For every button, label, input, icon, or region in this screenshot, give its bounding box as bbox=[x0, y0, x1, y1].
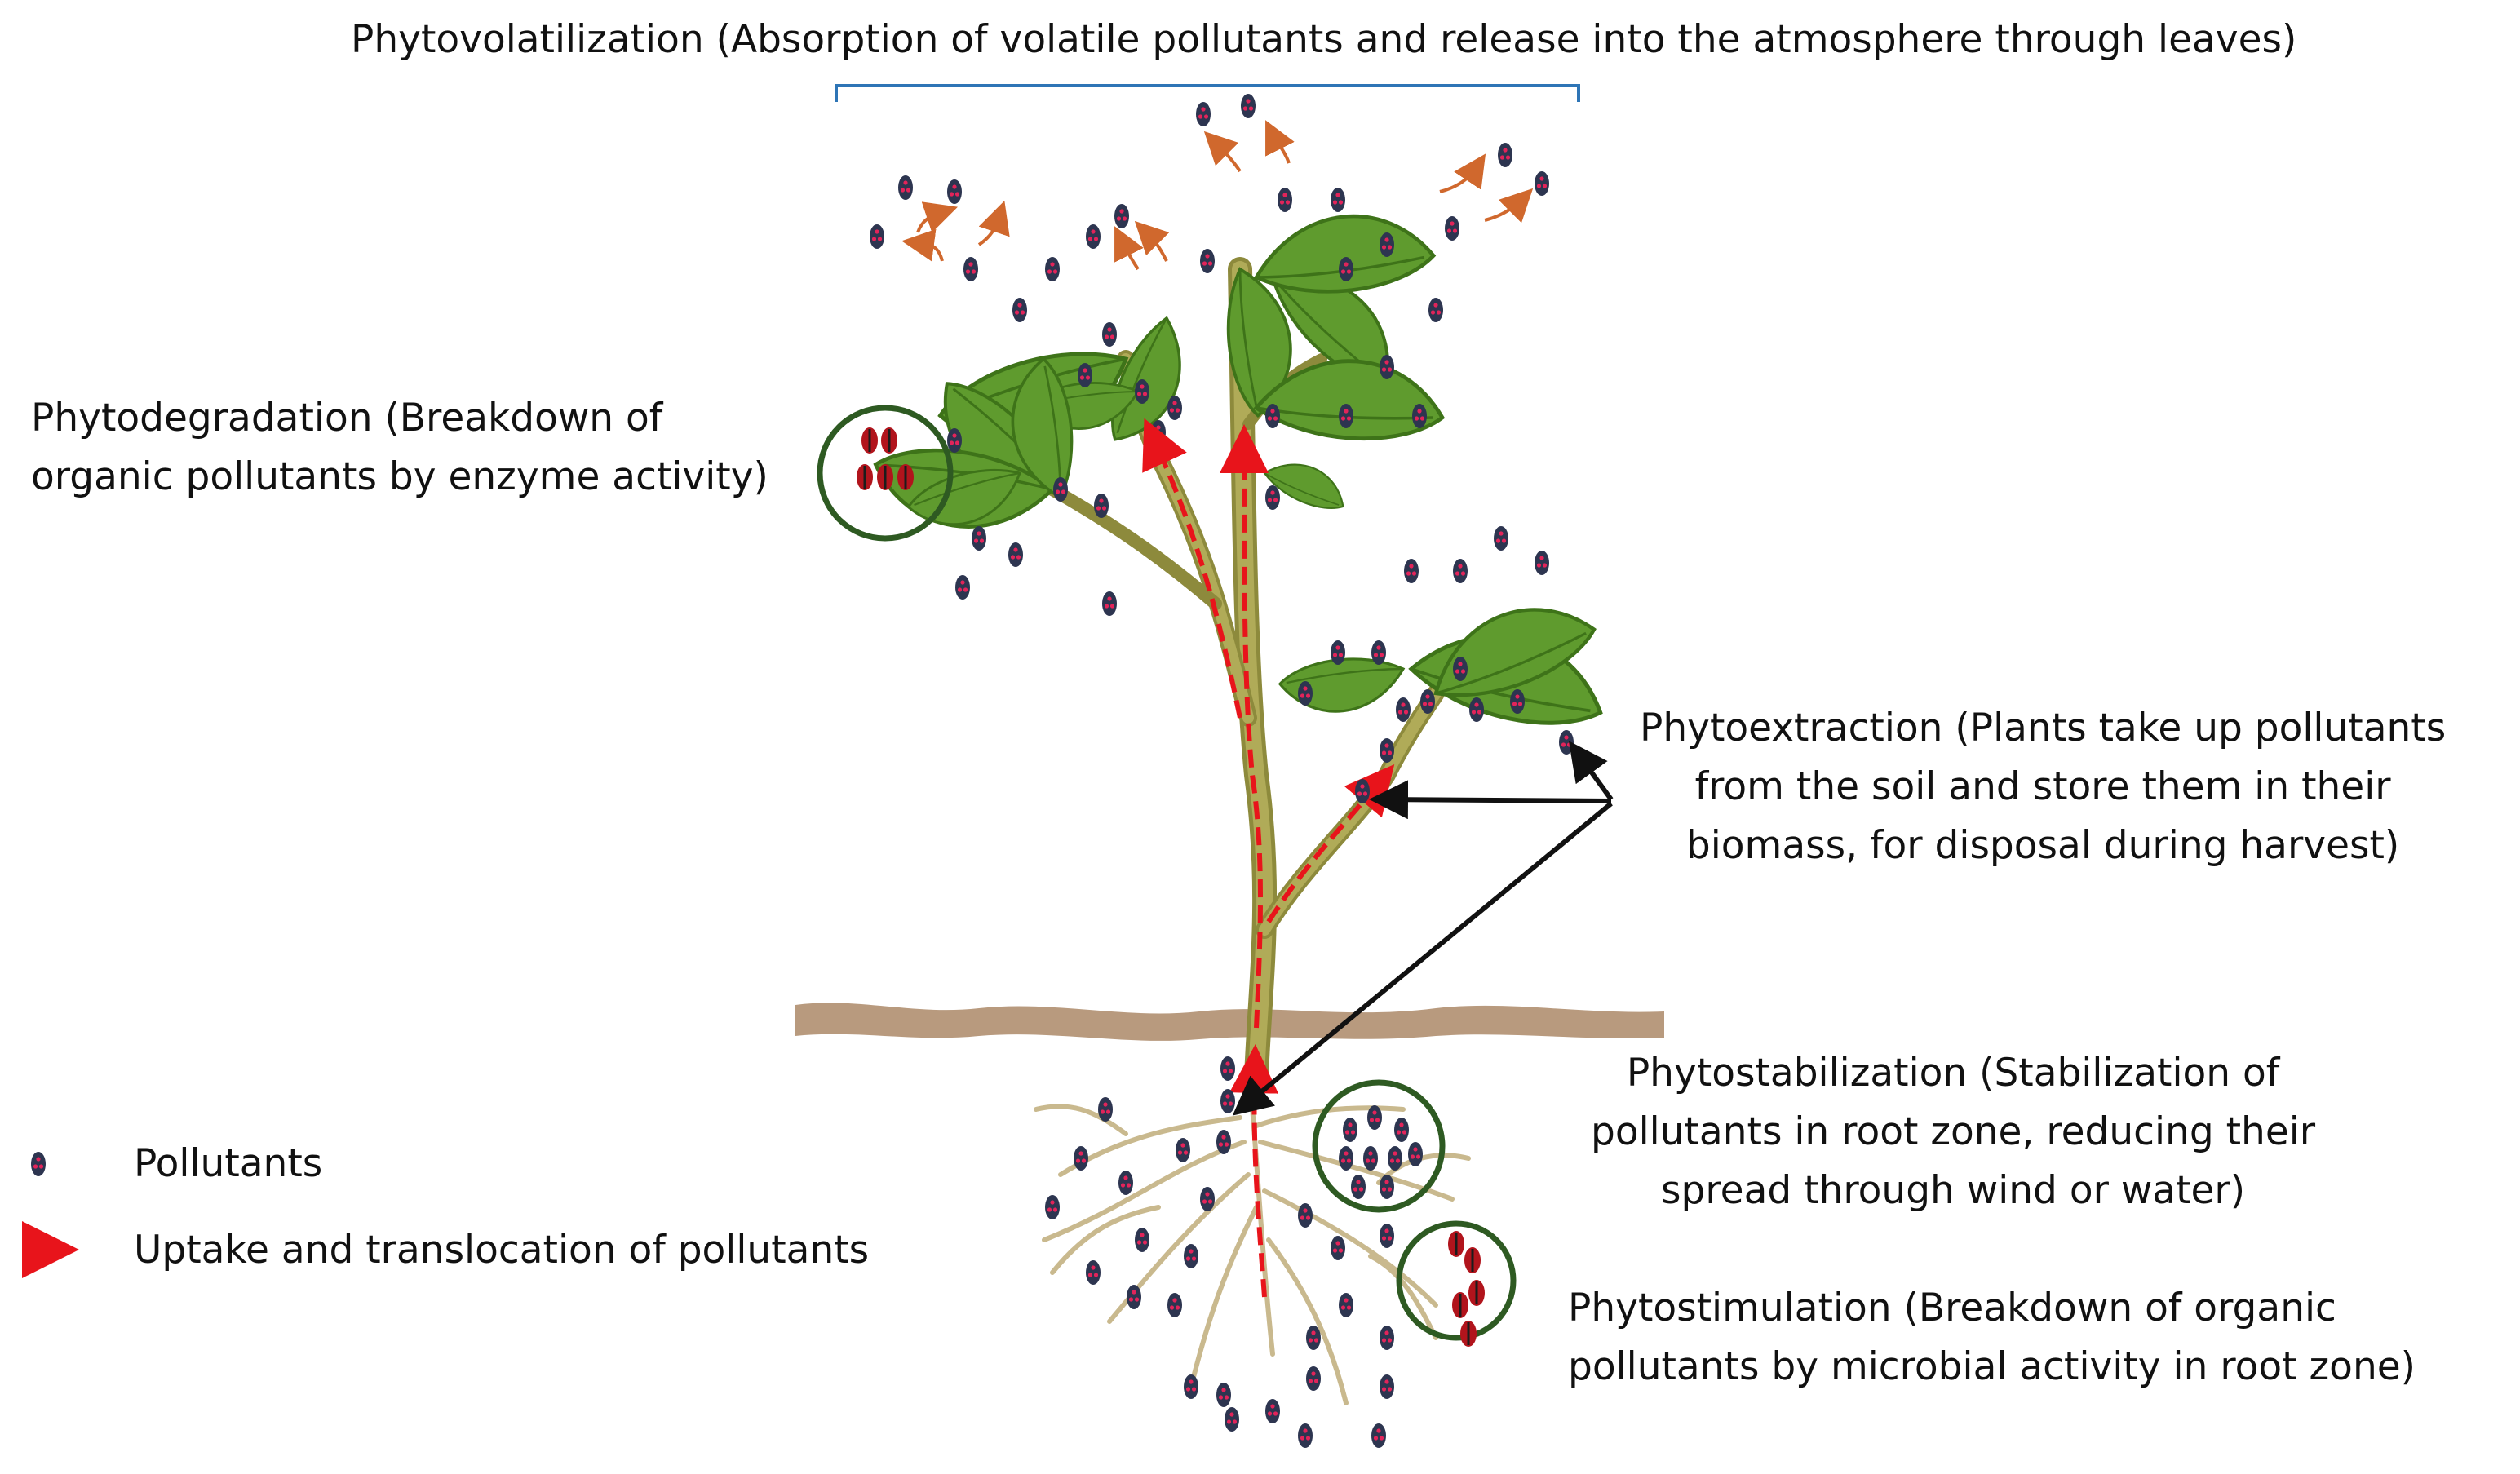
phytostimulation-line-2: pollutants by microbial activity in root… bbox=[1568, 1344, 2416, 1389]
legend-icons bbox=[22, 1152, 79, 1278]
phytoextraction-line-2: from the soil and store them in their bbox=[1694, 764, 2391, 809]
phytostabilization-line-2: pollutants in root zone, reducing their bbox=[1591, 1109, 2316, 1154]
phytoextraction-line-3: biomass, for disposal during harvest) bbox=[1685, 823, 2400, 868]
volatilization-bracket bbox=[835, 84, 1580, 102]
phytoextraction-line-1: Phytoextraction (Plants take up pollutan… bbox=[1640, 706, 2447, 750]
phytodegradation-circle bbox=[817, 405, 954, 542]
soil-surface bbox=[795, 1003, 1664, 1041]
phytostabilization-label: Phytostabilization (Stabilization of pol… bbox=[1591, 1044, 2315, 1220]
phytostimulation-label: Phytostimulation (Breakdown of organic p… bbox=[1568, 1279, 2416, 1397]
phytostabilization-line-1: Phytostabilization (Stabilization of bbox=[1626, 1051, 2280, 1096]
phytodegradation-label: Phytodegradation (Breakdown of organic p… bbox=[31, 389, 768, 507]
legend-pollutants-label: Pollutants bbox=[134, 1141, 323, 1186]
phytoextraction-label: Phytoextraction (Plants take up pollutan… bbox=[1640, 699, 2446, 875]
phytostimulation-line-1: Phytostimulation (Breakdown of organic bbox=[1568, 1286, 2336, 1330]
phytostimulation-circle bbox=[1396, 1220, 1517, 1347]
legend-uptake-label: Uptake and translocation of pollutants bbox=[134, 1228, 870, 1273]
phytodegradation-line-2: organic pollutants by enzyme activity) bbox=[31, 454, 768, 499]
pollutant-icon bbox=[31, 1152, 46, 1176]
phytovolatilization-label: Phytovolatilization (Absorption of volat… bbox=[351, 17, 2297, 62]
phytodegradation-line-1: Phytodegradation (Breakdown of bbox=[31, 396, 663, 440]
phytoextraction-pointers bbox=[1232, 741, 1614, 1116]
phytostabilization-circle bbox=[1312, 1079, 1446, 1213]
volatilization-arrows bbox=[901, 120, 1534, 271]
phytostabilization-line-3: spread through wind or water) bbox=[1661, 1168, 2246, 1213]
